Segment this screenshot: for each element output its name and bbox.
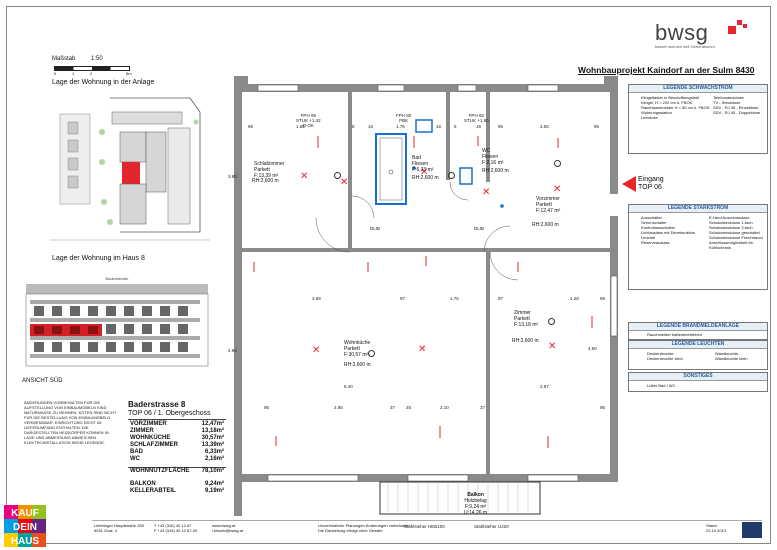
area-table: Baderstrasse 8 TOP 06 / 1. Obergeschoss … xyxy=(128,400,226,495)
smoke-detector-icon: ✕ xyxy=(420,167,429,178)
smoke-detector-icon: ✕ xyxy=(312,345,321,356)
legend-brandmelde: LEGENDE BRANDMELDEANLAGE Rauchmelder bat… xyxy=(628,322,768,340)
balcony-note-1: Stahlsteher HEB100 xyxy=(404,524,445,529)
brand-logo: bwsg besser wohnen seit Generationen xyxy=(655,20,715,50)
dimension-left-1: 3.90 xyxy=(228,174,237,179)
svg-text:HAUS: HAUS xyxy=(11,536,40,547)
unit-top: TOP 06 / 1. Obergeschoss xyxy=(128,410,211,417)
partner-logo-icon xyxy=(742,522,762,538)
scale-bar xyxy=(54,66,130,71)
ceiling-light-icon xyxy=(368,350,375,357)
kaufdeinhaus-logo: KAUF DEIN HAUS xyxy=(4,505,46,547)
smoke-detector-icon: ✕ xyxy=(418,344,427,355)
unit-address: Baderstrasse 8 xyxy=(128,400,186,409)
scale-value: 1:50 xyxy=(91,56,103,62)
svg-text:DEIN: DEIN xyxy=(13,522,37,533)
project-title: Wohnbauprojekt Kaindorf an der Sulm 8430 xyxy=(578,65,755,75)
elevation-south: Badenstraße xyxy=(25,276,209,367)
footer-date: Stand:23.10.2013 xyxy=(706,523,727,533)
disclaimer: ÄNDERUNGEN VORBEHALTEN FÜR DIE AUFSTELLU… xyxy=(24,400,117,445)
smoke-detector-icon: ✕ xyxy=(553,184,562,195)
dimension-right: 4.60 xyxy=(588,346,597,351)
entrance-arrow-icon xyxy=(622,176,636,192)
legend-sonstige: SONSTIGES Lüfter Bad / WC xyxy=(628,372,768,392)
footer xyxy=(92,520,762,541)
balcony-note-2: Stahlsteher U220 xyxy=(474,524,509,529)
room-bad-height: RH:2,600 m xyxy=(412,175,439,181)
smoke-detector-icon: ✕ xyxy=(340,177,349,188)
house-title: Lage der Wohnung im Haus 8 xyxy=(52,255,145,262)
ceiling-light-icon xyxy=(554,160,561,167)
brand-name: bwsg xyxy=(655,20,709,45)
room-zimmer-height: RH:2,600 m xyxy=(512,338,539,344)
ceiling-light-icon xyxy=(448,172,455,179)
window-tag: DLIB xyxy=(474,226,485,231)
svg-text:KAUF: KAUF xyxy=(11,508,39,519)
ceiling-light-icon xyxy=(334,172,341,179)
site-plan xyxy=(50,92,210,248)
ceiling-light-icon xyxy=(548,318,555,325)
smoke-detector-icon: ✕ xyxy=(548,341,557,352)
dimension-left-2: 4.94 xyxy=(228,348,237,353)
elevation-street: Badenstraße xyxy=(106,276,130,281)
floor-plan xyxy=(234,76,618,516)
footer-note: Unverbindliche Planungen Änderungen vorb… xyxy=(318,523,410,533)
scale-label: Maßstab xyxy=(52,56,76,62)
room-wc-height: RH:2,600 m xyxy=(482,168,509,174)
room-wohnkueche-height: RH:2,600 m xyxy=(344,362,371,368)
scale-block: Maßstab 1:50 xyxy=(52,56,103,63)
smoke-detector-icon: ✕ xyxy=(482,187,491,198)
room-schlafzimmer-height: RH:2,600 m xyxy=(252,178,279,184)
window-tag: DLIB xyxy=(370,226,381,231)
elevation-label: ANSICHT SÜD xyxy=(22,378,63,384)
plan-sheet xyxy=(6,6,771,544)
smoke-detector-icon: ✕ xyxy=(300,171,309,182)
brand-tagline: besser wohnen seit Generationen xyxy=(655,44,715,49)
room-vorzimmer-height: RH:2,600 m xyxy=(532,222,559,228)
brand-mark-icon xyxy=(728,20,747,34)
site-title: Lage der Wohnung in der Anlage xyxy=(52,79,155,86)
legend-schwachstrom: LEGENDE SCHWACHSTROM Klingeltaster in Be… xyxy=(628,84,768,154)
